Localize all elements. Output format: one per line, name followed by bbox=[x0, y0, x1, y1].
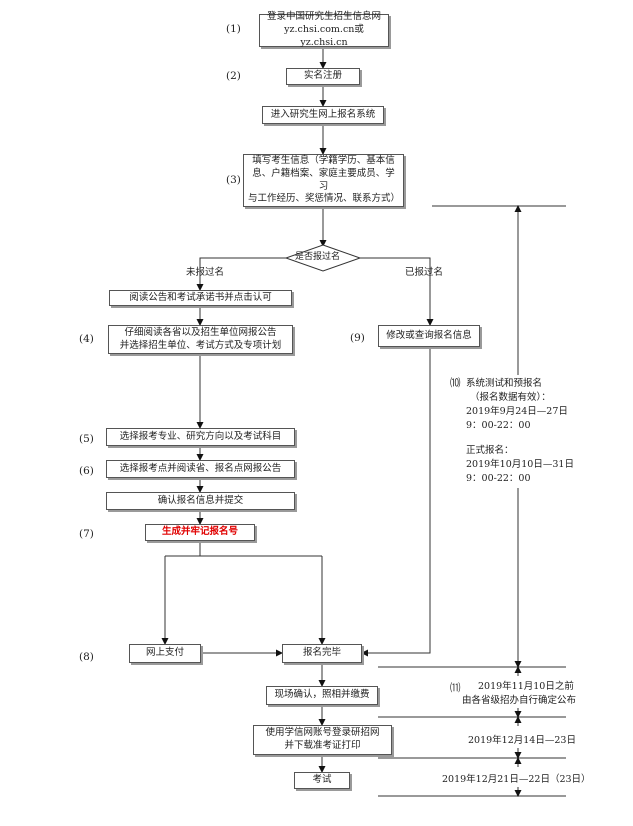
fill-info-box: 填写考生信息（学籍学历、基本信 息、户籍档案、家庭主要成员、学习 与工作经历、奖… bbox=[243, 154, 404, 207]
arrow-modify-done bbox=[361, 347, 431, 657]
choose-major-box: 选择报考专业、研究方向以及考试科目 bbox=[106, 428, 295, 446]
prereg-dates: 2019年9月24日—27日 bbox=[466, 406, 568, 417]
confirm-deadline: 2019年11月10日之前 bbox=[478, 681, 574, 692]
login-box: 登录中国研究生招生信息网 yz.chsi.com.cn或yz.chsi.cn bbox=[259, 11, 389, 48]
decision-label: 是否报过名 bbox=[295, 252, 341, 262]
step-number-11: ⑾ bbox=[450, 682, 461, 694]
prereg-hours: 9：00-22：00 bbox=[466, 420, 531, 431]
choose-site-box: 选择报考点并阅读省、报名点网报公告 bbox=[106, 460, 295, 478]
prereg-title: 系统测试和预报名 bbox=[466, 378, 543, 389]
step-number-8: (8) bbox=[79, 651, 94, 663]
decision-diamond bbox=[284, 244, 362, 272]
register-box: 实名注册 bbox=[286, 68, 360, 85]
step-number-5: (5) bbox=[79, 433, 94, 445]
exam-box: 考试 bbox=[294, 772, 350, 789]
enter-system-box: 进入研究生网上报名系统 bbox=[262, 106, 384, 124]
online-pay-box: 网上支付 bbox=[129, 644, 201, 663]
registered-label: 已报过名 bbox=[405, 267, 444, 278]
step-number-10: ⑽ bbox=[450, 377, 461, 389]
prereg-note: （报名数据有效）： bbox=[470, 392, 551, 403]
formal-title: 正式报名： bbox=[466, 445, 514, 456]
step-number-4: (4) bbox=[79, 333, 94, 345]
step-number-7: (7) bbox=[79, 528, 94, 540]
not-registered-label: 未报过名 bbox=[186, 267, 225, 278]
exam-dates: 2019年12月21日—22日（23日） bbox=[442, 774, 591, 785]
step-number-6: (6) bbox=[79, 465, 94, 477]
print-dates: 2019年12月14日—23日 bbox=[468, 735, 576, 746]
step-number-1: (1) bbox=[226, 23, 241, 35]
confirm-note: 由各省级招办自行确定公布 bbox=[462, 695, 577, 706]
generate-number-box: 生成并牢记报名号 bbox=[145, 524, 255, 541]
formal-hours: 9：00-22：00 bbox=[466, 473, 531, 484]
print-ticket-box: 使用学信网账号登录研招网 并下载准考证打印 bbox=[253, 725, 392, 755]
read-notice-box: 阅读公告和考试承诺书并点击认可 bbox=[109, 290, 292, 306]
read-units-box: 仔细阅读各省以及招生单位网报公告 并选择招生单位、考试方式及专项计划 bbox=[108, 325, 293, 354]
formal-dates: 2019年10月10日—31日 bbox=[466, 459, 574, 470]
registration-done-box: 报名完毕 bbox=[282, 644, 362, 663]
branch-not-registered-line bbox=[196, 257, 287, 291]
step-number-3: (3) bbox=[226, 174, 241, 186]
step-number-9: (9) bbox=[350, 332, 365, 344]
onsite-confirm-box: 现场确认，照相并缴费 bbox=[266, 686, 378, 705]
step-number-2: (2) bbox=[226, 70, 241, 82]
branch-registered-line bbox=[359, 257, 434, 326]
modify-query-box: 修改或查询报名信息 bbox=[378, 325, 480, 347]
confirm-submit-box: 确认报名信息并提交 bbox=[106, 492, 295, 510]
